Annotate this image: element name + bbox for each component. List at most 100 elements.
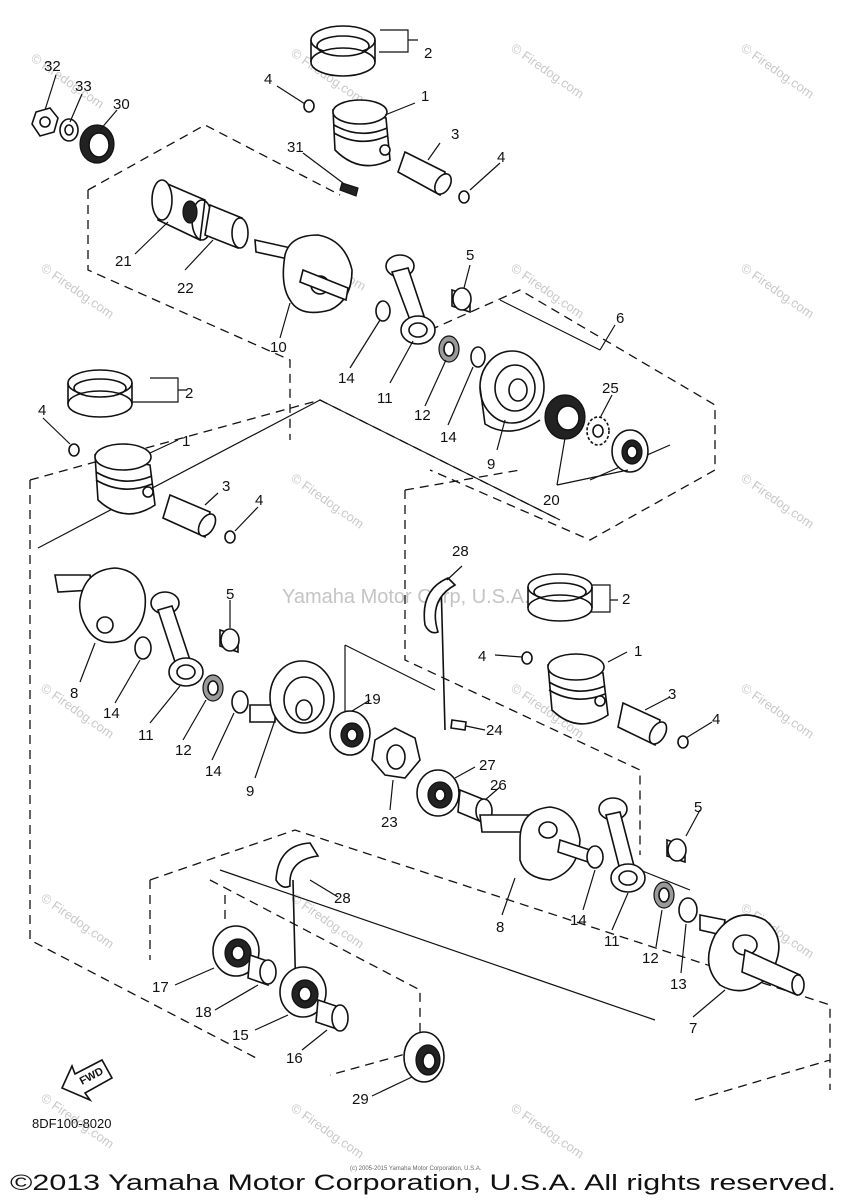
washer-14-right bbox=[586, 845, 604, 869]
callout-label: 14 bbox=[103, 705, 120, 722]
callout-label: 26 bbox=[490, 777, 507, 794]
bearing-20-left bbox=[544, 394, 586, 440]
crank-8-right bbox=[479, 806, 591, 881]
callout-label: 27 bbox=[479, 757, 496, 774]
callout-label: 4 bbox=[478, 648, 486, 665]
watermark: © Firedog.com bbox=[508, 40, 587, 101]
callout-label: 14 bbox=[440, 429, 457, 446]
watermark: © Firedog.com bbox=[38, 260, 117, 321]
collar-16 bbox=[315, 998, 349, 1032]
callout-label: 11 bbox=[138, 727, 154, 744]
bearing-12-top bbox=[438, 335, 460, 363]
watermark: © Firedog.com bbox=[738, 470, 817, 531]
circlip-28-upper bbox=[423, 577, 457, 634]
callout-label: 15 bbox=[232, 1027, 249, 1044]
pin-24 bbox=[450, 719, 467, 731]
callout-label: 5 bbox=[466, 247, 474, 264]
watermark: © Firedog.com bbox=[28, 50, 107, 111]
callout-label: 30 bbox=[113, 96, 130, 113]
callout-label: 4 bbox=[264, 71, 272, 88]
watermark: © Firedog.com bbox=[738, 680, 817, 741]
callout-label: 28 bbox=[452, 543, 469, 560]
callout-label: 20 bbox=[543, 492, 560, 509]
conrod-right bbox=[598, 797, 646, 893]
conrod-top bbox=[385, 254, 436, 345]
coupling-23 bbox=[371, 727, 421, 779]
callout-label: 1 bbox=[634, 643, 642, 660]
bearing-19 bbox=[329, 710, 371, 756]
callout-label: 29 bbox=[352, 1091, 369, 1108]
piston-ring-right bbox=[527, 573, 593, 622]
piston-top bbox=[332, 99, 391, 167]
callout-label: 3 bbox=[222, 478, 230, 495]
piston-left bbox=[94, 443, 156, 515]
callout-label: 9 bbox=[487, 456, 495, 473]
watermark: © Firedog.com bbox=[738, 260, 817, 321]
callout-label: 17 bbox=[152, 979, 169, 996]
callout-label: 14 bbox=[338, 370, 355, 387]
bearing-12-left bbox=[202, 674, 224, 702]
gear-25 bbox=[586, 416, 610, 446]
right-assembly bbox=[479, 573, 805, 997]
bearing-5-left bbox=[219, 628, 240, 654]
clip-left-right bbox=[224, 530, 236, 544]
clip-top-left bbox=[303, 99, 315, 113]
watermark: © Firedog.com bbox=[508, 1100, 587, 1161]
watermark: © Firedog.com bbox=[288, 470, 367, 531]
bearing-5-right bbox=[666, 838, 687, 864]
piston-pin-right bbox=[617, 701, 668, 747]
watermark: © Firedog.com bbox=[38, 890, 117, 951]
callout-label: 31 bbox=[287, 139, 304, 156]
fine-print: (c) 2005-2015 Yamaha Motor Corporation, … bbox=[350, 1166, 482, 1172]
clip-right2 bbox=[677, 735, 689, 749]
callout-label: 16 bbox=[286, 1050, 303, 1067]
callout-label: 33 bbox=[75, 78, 92, 95]
bearing-5-top bbox=[451, 287, 472, 314]
circlip-28-lower bbox=[275, 842, 320, 888]
piston-right bbox=[547, 653, 609, 725]
piston-ring-left bbox=[67, 369, 133, 418]
flywheel-9-left bbox=[249, 660, 335, 734]
washer-14-top bbox=[375, 300, 391, 322]
figure-code: 8DF100-8020 bbox=[32, 1116, 112, 1131]
middle-left-assembly bbox=[54, 369, 493, 824]
callout-label: 22 bbox=[177, 280, 194, 297]
callout-label: 2 bbox=[622, 591, 630, 608]
callout-label: 12 bbox=[175, 742, 192, 759]
callout-label: 1 bbox=[421, 88, 429, 105]
callout-label: 8 bbox=[496, 919, 504, 936]
watermark: © Firedog.com bbox=[288, 890, 367, 951]
collar-18 bbox=[247, 953, 277, 987]
callout-label: 11 bbox=[377, 390, 393, 407]
clip-top-right bbox=[458, 190, 470, 204]
clip-right bbox=[521, 651, 533, 665]
callout-label: 14 bbox=[570, 912, 587, 929]
oil-seal-29 bbox=[403, 1031, 445, 1083]
piston-ring-top bbox=[310, 25, 376, 77]
flywheel-9-top bbox=[479, 350, 545, 432]
callout-label: 5 bbox=[694, 799, 702, 816]
copyright-notice: ©2013 Yamaha Motor Corporation, U.S.A. A… bbox=[10, 1170, 836, 1195]
piston-pin-left bbox=[162, 493, 217, 539]
piston-pin-top bbox=[397, 150, 452, 197]
key-31 bbox=[339, 182, 359, 197]
callout-label: 4 bbox=[38, 402, 46, 419]
washer-14-mid bbox=[470, 346, 486, 368]
callout-label: 9 bbox=[246, 783, 254, 800]
bearing-21 bbox=[151, 179, 213, 242]
crank-shaft-left bbox=[254, 234, 353, 314]
watermark: © Firedog.com bbox=[508, 260, 587, 321]
callout-label: 7 bbox=[689, 1020, 697, 1037]
callout-label: 25 bbox=[602, 380, 619, 397]
callout-labels: 2 1 3 4 4 32 33 30 31 21 22 10 5 6 14 11… bbox=[38, 45, 720, 1108]
conrod-left bbox=[150, 591, 204, 687]
bearing-22 bbox=[204, 203, 249, 250]
callout-label: 12 bbox=[414, 407, 431, 424]
callout-label: 2 bbox=[185, 385, 193, 402]
callout-label: 18 bbox=[195, 1004, 212, 1021]
callout-label: 28 bbox=[334, 890, 351, 907]
callout-label: 14 bbox=[205, 763, 222, 780]
callout-label: 11 bbox=[604, 933, 620, 950]
bearing-27 bbox=[416, 769, 460, 817]
callout-label: 6 bbox=[616, 310, 624, 327]
